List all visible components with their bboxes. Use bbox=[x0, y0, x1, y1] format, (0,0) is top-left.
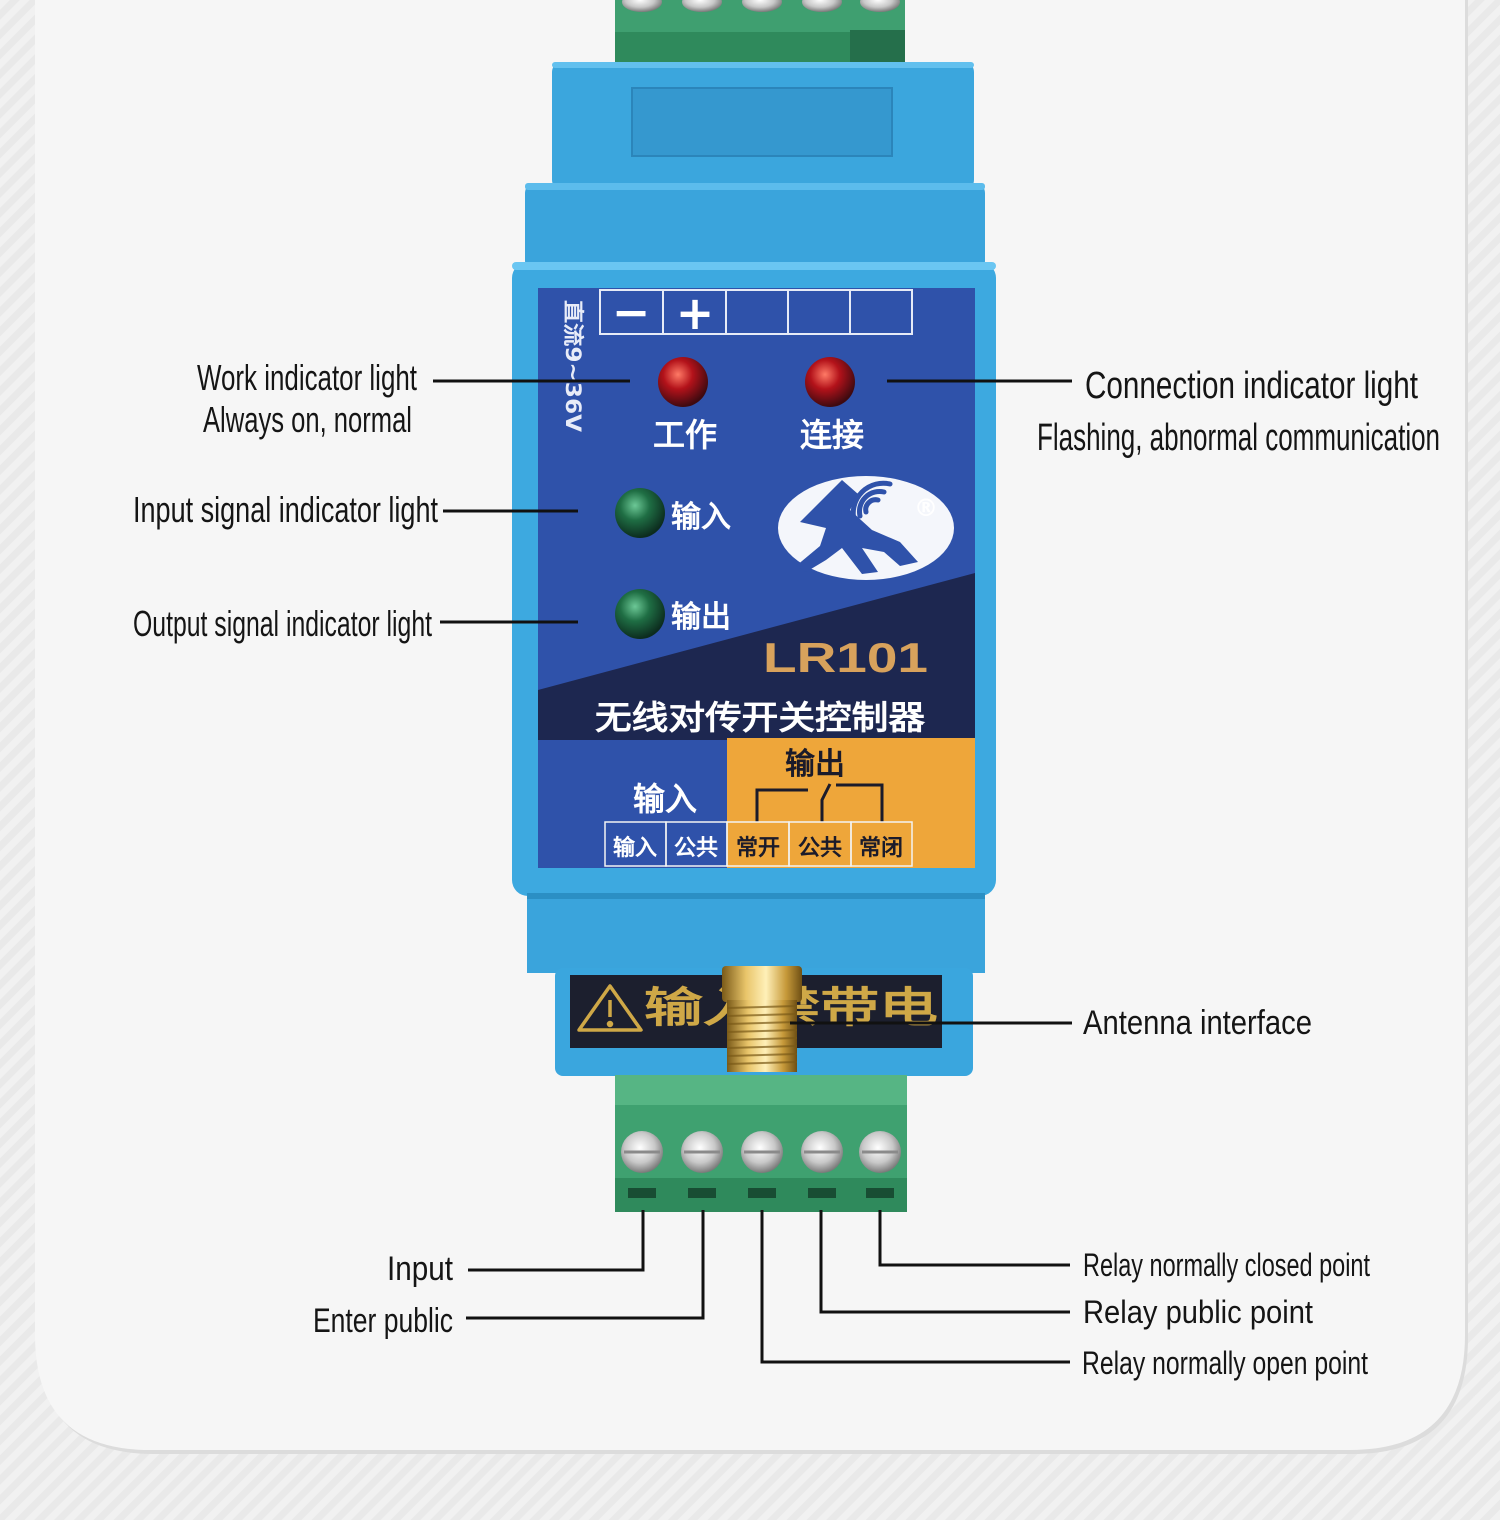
screw-icon bbox=[802, 0, 842, 12]
connection-indicator-note: Flashing, abnormal communication bbox=[1037, 417, 1440, 459]
power-terminal-plus: + bbox=[676, 286, 715, 340]
brand-logo: ® bbox=[778, 476, 954, 580]
housing-top-cap bbox=[552, 62, 974, 190]
relay-nc-label: Relay normally closed point bbox=[1083, 1247, 1370, 1283]
relay-no-leader-line bbox=[760, 1210, 1070, 1364]
io-terminal-label: 常闭 bbox=[859, 835, 903, 861]
antenna-connector bbox=[722, 966, 802, 1072]
bottom-terminal-block bbox=[615, 1075, 907, 1212]
housing-upper-step bbox=[525, 183, 985, 271]
output-led-label: 输出 bbox=[671, 600, 731, 635]
output-section-title: 输出 bbox=[785, 747, 845, 782]
work-led bbox=[658, 357, 708, 407]
power-terminal-row bbox=[599, 289, 913, 335]
work-led-label: 工作 bbox=[653, 416, 717, 454]
screw-icon bbox=[742, 0, 782, 12]
io-terminal-label: 输入 bbox=[613, 835, 657, 861]
device: − + 直流9~36V 工作 连接 输入 输出 bbox=[512, 0, 996, 1212]
horse-icon bbox=[796, 480, 918, 574]
wifi-signal-icon bbox=[850, 480, 893, 523]
input-signal-led bbox=[615, 488, 665, 538]
relay-nc-leader-line bbox=[878, 1210, 1070, 1267]
output-signal-led bbox=[615, 589, 665, 639]
enter-public-leader-line bbox=[466, 1210, 705, 1320]
connection-led bbox=[805, 357, 855, 407]
product-name: 无线对传开关控制器 bbox=[595, 698, 926, 737]
io-terminal-label: 公共 bbox=[674, 836, 718, 861]
io-terminal-label: 常开 bbox=[736, 835, 780, 861]
io-terminal-label: 公共 bbox=[798, 836, 842, 861]
screw-icon bbox=[682, 0, 722, 12]
enter-public-label: Enter public bbox=[313, 1302, 453, 1340]
screw-icon bbox=[860, 0, 900, 12]
input-terminal-leader-line bbox=[468, 1210, 645, 1272]
input-section-title: 输入 bbox=[633, 780, 697, 818]
callouts: Work indicator light Always on, normal C… bbox=[133, 357, 1440, 1381]
connection-led-label: 连接 bbox=[800, 416, 864, 454]
front-panel: − + 直流9~36V 工作 连接 输入 输出 bbox=[538, 285, 975, 868]
input-led-label: 输入 bbox=[671, 500, 731, 535]
top-terminal-block bbox=[615, 0, 905, 66]
power-spec-label: 直流9~36V bbox=[561, 300, 585, 433]
relay-common-label: Relay public point bbox=[1083, 1294, 1313, 1330]
connection-indicator-title: Connection indicator light bbox=[1085, 365, 1418, 407]
model-number: LR101 bbox=[763, 634, 928, 681]
io-terminal-row bbox=[604, 821, 913, 867]
relay-no-label: Relay normally open point bbox=[1082, 1345, 1368, 1381]
output-signal-indicator-label: Output signal indicator light bbox=[133, 603, 432, 644]
input-signal-indicator-label: Input signal indicator light bbox=[133, 489, 438, 530]
screw-icon bbox=[622, 0, 662, 12]
work-indicator-note: Always on, normal bbox=[203, 399, 412, 440]
panel-dark-band bbox=[538, 573, 975, 740]
relay-contact-icon bbox=[755, 783, 884, 822]
antenna-label: Antenna interface bbox=[1083, 1004, 1312, 1042]
relay-common-leader-line bbox=[819, 1210, 1070, 1314]
housing-lower-step bbox=[527, 893, 985, 973]
registered-mark: ® bbox=[914, 494, 938, 522]
power-terminal-minus: − bbox=[612, 285, 651, 339]
warning-icon bbox=[577, 984, 643, 1032]
input-terminal-label: Input bbox=[387, 1250, 453, 1288]
work-indicator-title: Work indicator light bbox=[197, 357, 417, 398]
